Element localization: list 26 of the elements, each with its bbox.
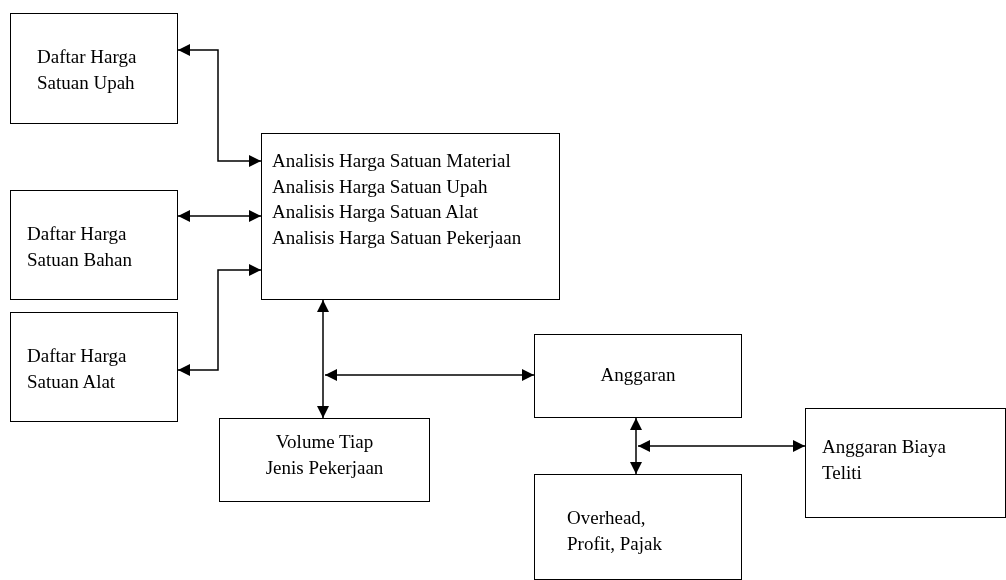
process-box: [10, 13, 178, 124]
process-box: [261, 133, 560, 300]
node-label: Anggaran: [599, 363, 677, 387]
arrow: [177, 264, 262, 376]
arrow: [630, 417, 642, 475]
arrow: [317, 299, 329, 419]
process-box: [10, 190, 178, 300]
process-box: [219, 418, 430, 502]
node-label: Daftar Harga Satuan Bahan: [27, 222, 133, 272]
node-label: Overhead, Profit, Pajak: [567, 506, 663, 556]
node-label: Analisis Harga Satuan Pekerjaan: [272, 225, 523, 250]
arrow: [637, 440, 806, 452]
node-label: Analisis Harga Satuan Material: [272, 149, 512, 173]
node-label: Volume Tiap Jenis Pekerjaan: [264, 430, 385, 480]
node-label: Daftar Harga Satuan Alat: [27, 344, 128, 394]
process-box: [10, 312, 178, 422]
process-box: [805, 408, 1006, 518]
process-box: [534, 474, 742, 580]
node-label: Daftar Harga Satuan Upah: [37, 45, 138, 95]
node-label: Analisis Harga Satuan Upah: [272, 174, 489, 199]
process-box: [534, 334, 742, 418]
node-label: Analisis Harga Satuan Alat: [272, 200, 479, 225]
node-label: Anggaran Biaya Teliti: [822, 435, 947, 485]
arrow: [324, 369, 535, 381]
arrow: [177, 210, 262, 222]
arrow: [177, 44, 262, 167]
